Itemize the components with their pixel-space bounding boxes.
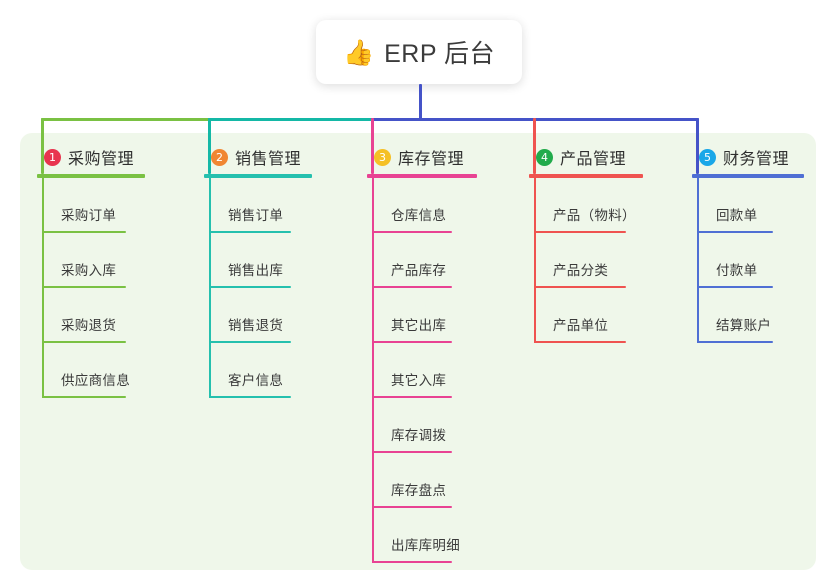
leaf-item-label: 其它出库 xyxy=(391,318,447,333)
leaf-item-label: 产品单位 xyxy=(553,318,609,333)
leaf-item-underline xyxy=(42,396,126,398)
leaf-item-label: 采购退货 xyxy=(61,318,117,333)
branch-number-badge: 2 xyxy=(211,148,228,166)
diagram-background-panel xyxy=(20,133,816,570)
leaf-item-underline xyxy=(372,561,452,563)
thumbs-up-icon: 👍 xyxy=(342,37,375,67)
leaf-item-underline xyxy=(42,286,126,288)
branch-number-badge: 1 xyxy=(44,148,61,166)
leaf-item-label: 付款单 xyxy=(716,263,758,278)
leaf-item-underline xyxy=(209,231,291,233)
leaf-item-label: 供应商信息 xyxy=(61,373,130,388)
branch-header-underline xyxy=(37,174,145,178)
leaf-item-label: 采购入库 xyxy=(61,263,117,278)
leaf-item-underline xyxy=(209,341,291,343)
leaf-item-label: 库存调拨 xyxy=(391,428,447,443)
branch-title-label: 产品管理 xyxy=(560,151,627,168)
leaf-item-underline xyxy=(42,231,126,233)
branch-spine xyxy=(209,178,211,398)
branch-column-5: 5 财务管理回款单付款单结算账户 xyxy=(692,145,804,343)
leaf-item-label: 采购订单 xyxy=(61,208,117,223)
leaf-item-label: 结算账户 xyxy=(716,318,772,333)
leaf-item-underline xyxy=(209,286,291,288)
leaf-item-underline xyxy=(372,231,452,233)
branch-column-2: 2 销售管理销售订单销售出库销售退货客户信息 xyxy=(204,145,312,398)
leaf-item-underline xyxy=(697,231,773,233)
leaf-item-label: 回款单 xyxy=(716,208,758,223)
leaf-item-label: 仓库信息 xyxy=(391,208,447,223)
leaf-item-underline xyxy=(534,231,626,233)
branch-header-销售管理[interactable]: 2 销售管理 xyxy=(204,145,301,169)
leaf-item-underline xyxy=(372,451,452,453)
branch-number-badge: 5 xyxy=(699,148,716,166)
branch-stem-3 xyxy=(371,118,374,174)
root-node-title: ERP 后台 xyxy=(384,40,496,68)
branch-header-underline xyxy=(367,174,477,178)
leaf-item-underline xyxy=(209,396,291,398)
leaf-item-label: 产品（物料） xyxy=(553,208,636,223)
branch-header-underline xyxy=(692,174,804,178)
leaf-item-label: 销售出库 xyxy=(228,263,284,278)
leaf-item-underline xyxy=(372,286,452,288)
leaf-item-label: 销售订单 xyxy=(228,208,284,223)
branch-title-label: 销售管理 xyxy=(235,151,302,168)
leaf-item-label: 销售退货 xyxy=(228,318,284,333)
branch-column-4: 4 产品管理产品（物料） 产品分类产品单位 xyxy=(529,145,643,343)
branch-spine xyxy=(42,178,44,398)
leaf-item-underline xyxy=(534,341,626,343)
leaf-item-underline xyxy=(372,396,452,398)
leaf-item-underline xyxy=(534,286,626,288)
leaf-item-label: 出库库明细 xyxy=(391,538,460,553)
branch-title-label: 采购管理 xyxy=(68,151,135,168)
leaf-item-underline xyxy=(42,341,126,343)
leaf-item-label: 库存盘点 xyxy=(391,483,447,498)
root-stem xyxy=(419,84,422,121)
branch-number-badge: 3 xyxy=(374,148,391,166)
branch-stem-4 xyxy=(533,118,536,174)
branch-number-badge: 4 xyxy=(536,148,553,166)
branch-stem-5 xyxy=(696,118,699,174)
branch-column-3: 3 库存管理仓库信息产品库存其它出库其它入库库存调拨库存盘点出库库明细 xyxy=(367,145,477,563)
branch-spine xyxy=(697,178,699,343)
branch-header-财务管理[interactable]: 5 财务管理 xyxy=(692,145,789,169)
bar-segment-teal xyxy=(208,118,374,121)
branch-spine xyxy=(372,178,374,563)
branch-title-label: 财务管理 xyxy=(723,151,790,168)
branch-stem-2 xyxy=(208,118,211,174)
leaf-item-underline xyxy=(372,341,452,343)
leaf-item-underline xyxy=(697,286,773,288)
branch-header-underline xyxy=(529,174,643,178)
root-node[interactable]: 👍 ERP 后台 xyxy=(316,20,522,84)
branch-header-库存管理[interactable]: 3 库存管理 xyxy=(367,145,464,169)
branch-spine xyxy=(534,178,536,343)
branch-title-label: 库存管理 xyxy=(398,151,465,168)
leaf-item-underline xyxy=(697,341,773,343)
branch-header-采购管理[interactable]: 1 采购管理 xyxy=(37,145,134,169)
branch-column-1: 1 采购管理采购订单采购入库采购退货供应商信息 xyxy=(37,145,145,398)
leaf-item-underline xyxy=(372,506,452,508)
branch-stem-1 xyxy=(41,118,44,174)
leaf-item-label: 产品分类 xyxy=(553,263,609,278)
leaf-item-label: 客户信息 xyxy=(228,373,284,388)
branch-header-underline xyxy=(204,174,312,178)
branch-header-产品管理[interactable]: 4 产品管理 xyxy=(529,145,626,169)
leaf-item-label: 其它入库 xyxy=(391,373,447,388)
bar-segment-green xyxy=(41,118,211,121)
leaf-item-label: 产品库存 xyxy=(391,263,447,278)
